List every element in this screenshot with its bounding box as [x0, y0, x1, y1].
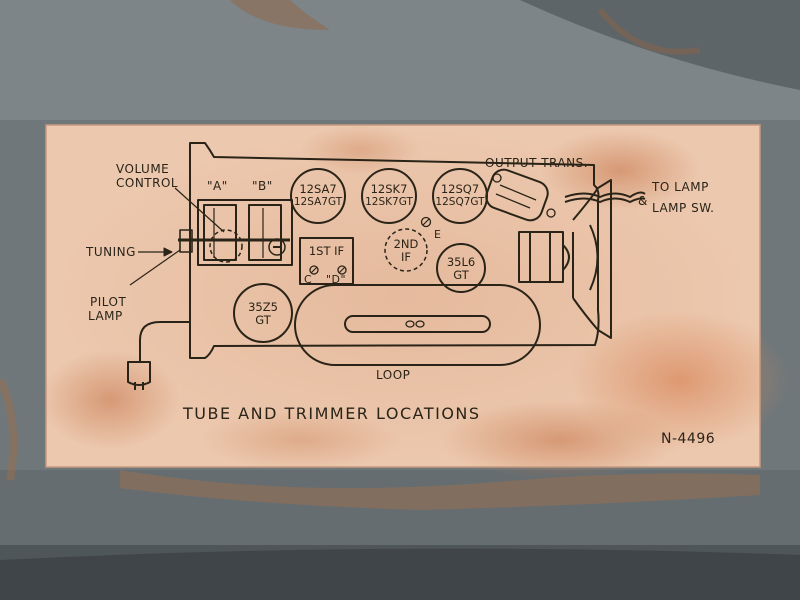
to-lamp-label: TO LAMP	[652, 180, 709, 194]
pilot-lamp-label: PILOT	[90, 295, 127, 309]
second-if-label: 2ND IF	[393, 237, 419, 264]
trimmer-d-label: "D"	[326, 273, 347, 286]
lamp-switch-label: LAMP SW.	[652, 201, 715, 215]
loop-label: LOOP	[376, 368, 411, 382]
volume-control-label: CONTROL	[116, 176, 179, 190]
tube-12sq7-label: 12SQ7 12SQ7GT	[435, 182, 485, 209]
to-lamp-ampersand: &	[638, 194, 648, 208]
tube-35l6-label: 35L6 GT	[446, 255, 476, 282]
pilot-lamp-label: LAMP	[88, 309, 123, 323]
first-if-label: 1ST IF	[308, 244, 345, 258]
gang-a-label: "A"	[207, 179, 228, 193]
diagram-caption: TUBE AND TRIMMER LOCATIONS	[183, 404, 481, 423]
output-trans-label: OUTPUT TRANS.	[485, 156, 589, 170]
trimmer-c-label: C	[304, 273, 313, 286]
tube-35z5-label: 35Z5 GT	[248, 300, 278, 327]
tube-12sk7-label: 12SK7 12SK7GT	[365, 182, 413, 209]
trimmer-e-label: E	[434, 228, 442, 241]
gang-b-label: "B"	[252, 179, 273, 193]
diagram-code: N-4496	[661, 431, 716, 447]
tuning-label: TUNING	[86, 245, 136, 259]
tube-12sa7-label: 12SA7 12SA7GT	[293, 182, 343, 209]
volume-control-label: VOLUME	[116, 162, 170, 176]
